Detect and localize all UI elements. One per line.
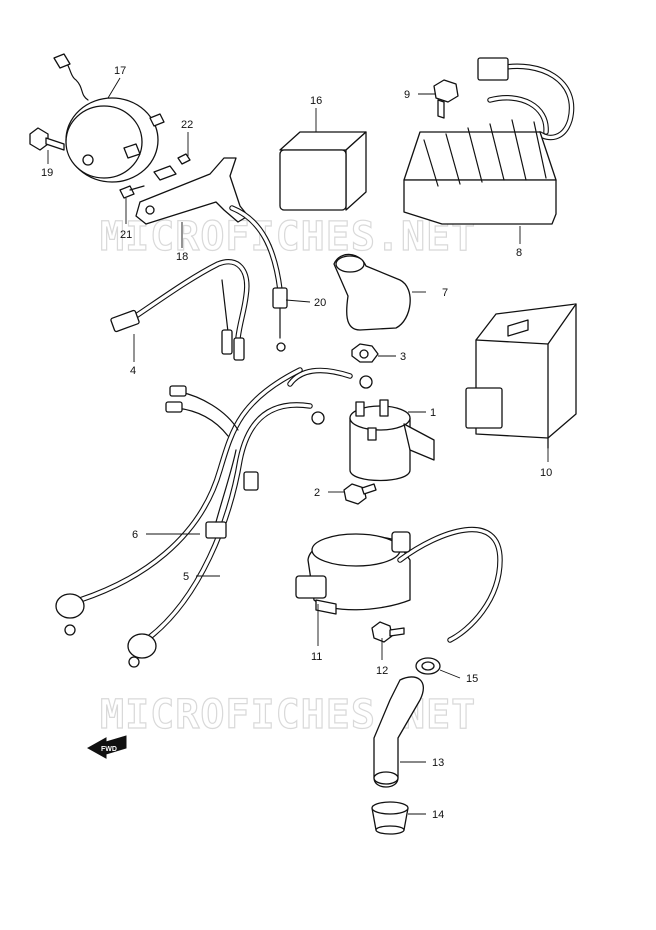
part-7-cover[interactable] [333, 253, 411, 331]
callout-18: 18 [176, 251, 188, 263]
part-10-igniter[interactable] [465, 303, 577, 449]
callout-14: 14 [432, 809, 444, 821]
fwd-label: FWD [101, 746, 117, 753]
callout-10: 10 [540, 467, 552, 479]
callout-15: 15 [466, 673, 478, 685]
callout-21: 21 [120, 229, 132, 241]
callout-11: 11 [311, 651, 322, 663]
part-15-seal[interactable] [415, 657, 441, 675]
callout-6: 6 [132, 529, 138, 541]
callout-17: 17 [114, 65, 126, 77]
callout-labels: 17 16 9 22 19 21 18 8 20 7 3 4 1 10 2 6 … [41, 65, 552, 821]
part-2-bolt[interactable] [343, 483, 377, 505]
callout-20: 20 [314, 297, 326, 309]
part-5-cable[interactable] [127, 402, 325, 668]
part-14-boot[interactable] [371, 801, 409, 835]
callout-8: 8 [516, 247, 522, 259]
part-22-clip[interactable] [177, 153, 191, 165]
part-11-ignition-coil[interactable] [295, 526, 503, 643]
part-16-relay[interactable] [279, 131, 367, 211]
callout-12: 12 [376, 665, 388, 677]
part-17-horn[interactable] [53, 53, 165, 183]
callout-3: 3 [400, 351, 406, 363]
part-20-wire-lead[interactable] [229, 205, 288, 352]
callout-4: 4 [130, 365, 136, 377]
part-12-bolt[interactable] [371, 621, 405, 643]
part-13-plug-cap[interactable] [373, 676, 424, 788]
part-19-bolt[interactable] [29, 127, 65, 151]
callout-2: 2 [314, 487, 320, 499]
callout-1: 1 [430, 407, 436, 419]
part-9-bolt[interactable] [433, 79, 459, 119]
leader-lines [47, 77, 549, 815]
callout-22: 22 [181, 119, 193, 131]
fwd-arrow-icon: FWD [86, 735, 127, 759]
callout-5: 5 [183, 571, 189, 583]
callout-13: 13 [432, 757, 444, 769]
callout-19: 19 [41, 167, 53, 179]
callout-7: 7 [442, 287, 448, 299]
part-8-regulator-rectifier[interactable] [403, 57, 575, 225]
callout-9: 9 [404, 89, 410, 101]
part-1-starter-relay[interactable] [287, 367, 435, 482]
watermark-top: MICROFICHES.NET [100, 214, 476, 260]
part-21-bolt[interactable] [119, 185, 145, 199]
part-6-cable[interactable] [55, 367, 303, 636]
callout-16: 16 [310, 95, 322, 107]
harness-branches [165, 385, 259, 539]
part-3-nut[interactable] [351, 343, 379, 363]
part-4-wire-harness[interactable] [110, 259, 250, 361]
